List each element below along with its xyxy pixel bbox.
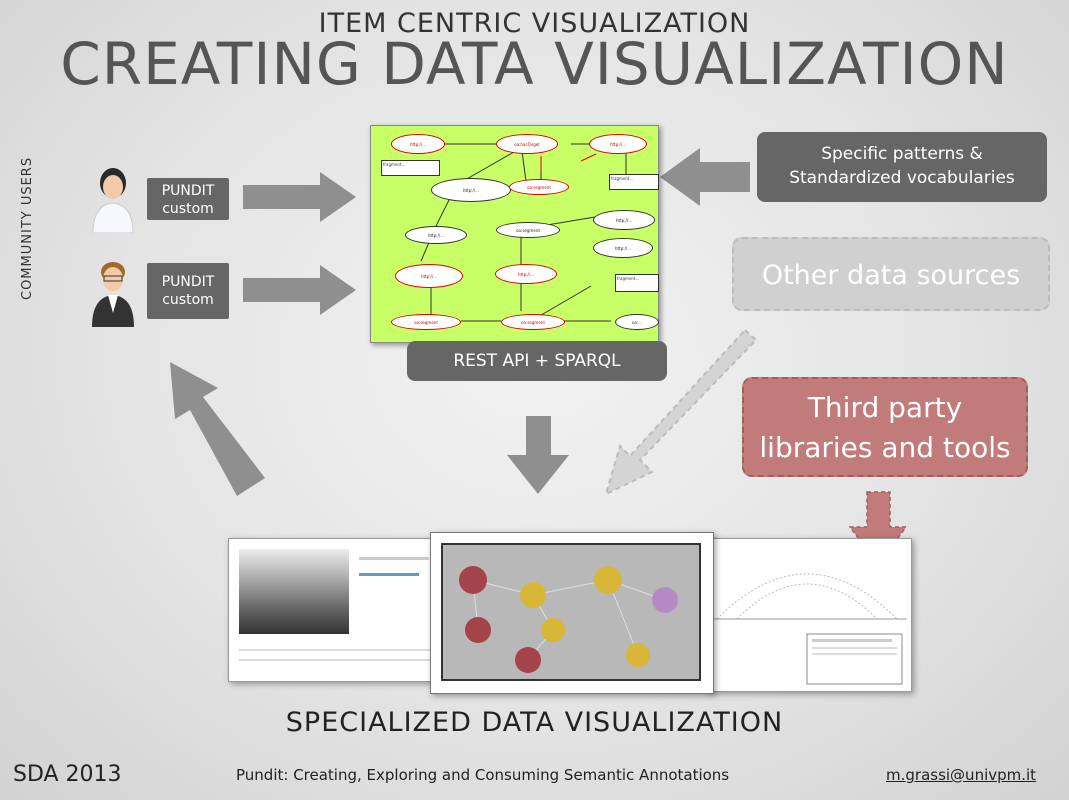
third-party-box: Third party libraries and tools	[742, 377, 1028, 477]
screenshot-item-view	[228, 538, 452, 682]
user-man-icon	[92, 262, 134, 327]
specialized-visualization-label: SPECIALIZED DATA VISUALIZATION	[285, 707, 784, 738]
pundit-custom-box-1: PUNDIT custom	[147, 178, 229, 220]
other-data-sources-box: Other data sources	[732, 237, 1050, 311]
pundit-box-line1: PUNDIT	[161, 274, 215, 290]
patterns-line1: Specific patterns &	[821, 144, 983, 164]
pundit-box-line2: custom	[162, 201, 214, 217]
pundit-box-line1: PUNDIT	[161, 183, 215, 199]
arrow-right-1	[243, 172, 356, 222]
rest-api-sparql-label: REST API + SPARQL	[407, 341, 667, 381]
screenshot-graph-view	[430, 532, 714, 694]
patterns-vocabularies-box: Specific patterns & Standardized vocabul…	[757, 132, 1047, 202]
pundit-box-line2: custom	[162, 292, 214, 308]
annotation-graph: http://... oa:hasTarget http://... fragm…	[370, 125, 659, 343]
third-party-line2: libraries and tools	[759, 431, 1011, 464]
pundit-custom-box-2: PUNDIT custom	[147, 263, 229, 319]
slide-subtitle: ITEM CENTRIC VISUALIZATION	[318, 8, 751, 39]
arrow-up-left	[170, 362, 265, 496]
arrow-left-patterns	[660, 148, 750, 206]
patterns-line2: Standardized vocabularies	[789, 168, 1015, 188]
arrow-down-red	[848, 491, 908, 567]
arrow-down-center	[507, 416, 569, 494]
screenshot-timeline-view	[706, 538, 912, 692]
footer-title: Pundit: Creating, Exploring and Consumin…	[236, 766, 730, 784]
footer-email-link[interactable]: m.grassi@univpm.it	[886, 766, 1037, 784]
third-party-line1: Third party	[807, 391, 963, 424]
arrow-right-2	[243, 265, 356, 315]
arrow-diagonal-dashed	[604, 328, 758, 496]
user-woman-icon	[92, 168, 134, 233]
slide-title: CREATING DATA VISUALIZATION	[60, 30, 1009, 98]
footer-event: SDA 2013	[13, 762, 122, 787]
